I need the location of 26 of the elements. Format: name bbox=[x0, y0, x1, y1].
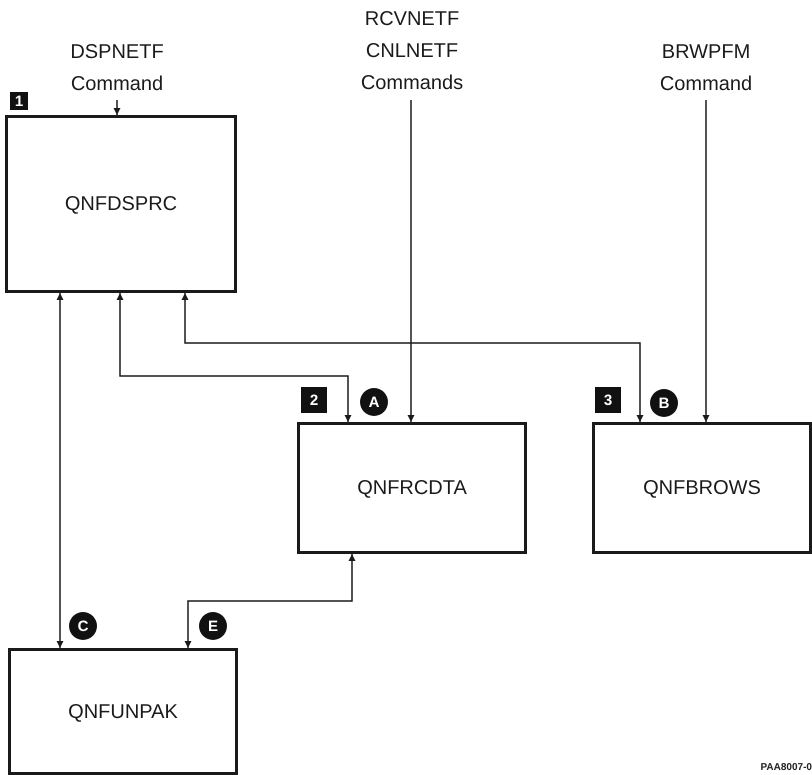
arrow bbox=[702, 100, 710, 422]
module-name: QNFUNPAK bbox=[68, 700, 178, 724]
process-box bbox=[297, 422, 527, 554]
callout-letter: E bbox=[199, 612, 227, 640]
arrow bbox=[182, 293, 644, 422]
callout-number: 1 bbox=[10, 92, 28, 110]
module-name: QNFRCDTA bbox=[357, 476, 467, 501]
process-box bbox=[592, 422, 812, 554]
callout-letter: C bbox=[69, 612, 97, 640]
callout-number: 3 bbox=[595, 387, 621, 413]
callout-letter: B bbox=[650, 389, 678, 417]
callout-number: 2 bbox=[301, 387, 327, 413]
arrow bbox=[408, 100, 414, 422]
module-name: QNFDSPRC bbox=[64, 192, 178, 217]
callout-letter: A bbox=[360, 388, 388, 416]
command-label: BRWPFM Command bbox=[658, 40, 754, 97]
module-name: QNFBROWS bbox=[643, 476, 761, 501]
arrow bbox=[56, 293, 64, 648]
process-box bbox=[8, 648, 238, 775]
process-box bbox=[5, 115, 237, 293]
figure-id: PAA8007-0 bbox=[759, 760, 812, 774]
command-label: DSPNETF Command bbox=[69, 40, 165, 97]
command-label: RCVNETF CNLNETF Commands bbox=[360, 7, 464, 96]
arrow bbox=[184, 554, 356, 648]
arrow bbox=[114, 100, 120, 115]
arrow bbox=[116, 293, 352, 422]
